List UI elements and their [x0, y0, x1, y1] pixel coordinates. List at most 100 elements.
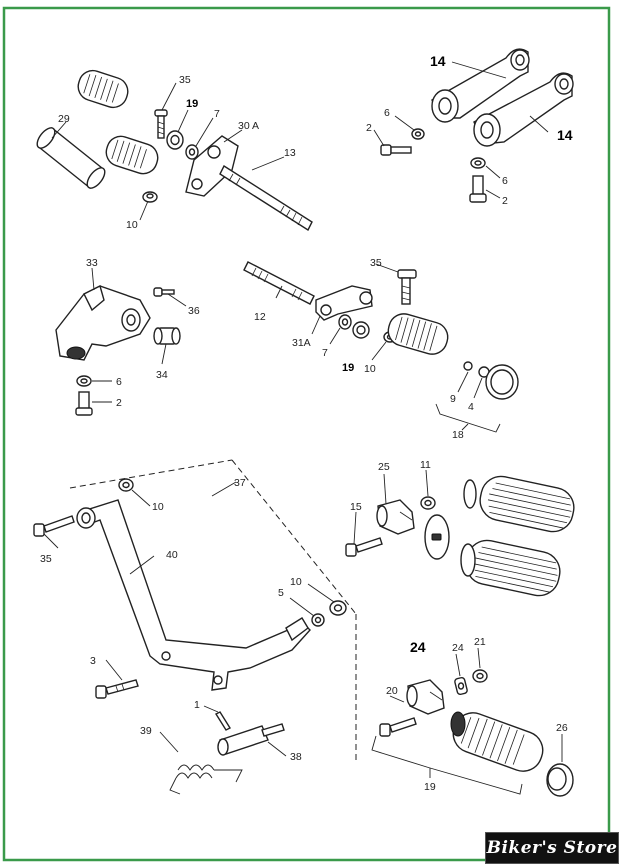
- leader-lines-bottom-left: [43, 489, 335, 757]
- spring-39: [169, 764, 243, 795]
- end-cap-26: [546, 763, 574, 797]
- washer-7-middle: [338, 314, 352, 330]
- callout-35-top: 35: [179, 74, 191, 86]
- washer-6-upper-right: [411, 128, 425, 140]
- callout-18: 18: [452, 429, 464, 441]
- leader-lines-top-left: [51, 82, 285, 221]
- washer-7-top: [185, 144, 199, 160]
- callout-3: 3: [90, 655, 96, 667]
- bolt-2-lower-right: [469, 175, 487, 203]
- footpeg-rubber-middle: [387, 313, 449, 355]
- plate-disc: [424, 514, 450, 560]
- callout-24: 24: [452, 642, 464, 654]
- bracket-33: [55, 284, 151, 361]
- callout-36: 36: [188, 305, 200, 317]
- callout-34: 34: [156, 369, 168, 381]
- nut-11: [420, 496, 436, 510]
- callout-9: 9: [450, 393, 456, 405]
- callout-1: 1: [194, 699, 200, 711]
- washer-6-left: [76, 375, 92, 387]
- footpeg-rectangular-upper: [463, 475, 575, 533]
- callout-10-lever-right: 10: [290, 576, 302, 588]
- callout-19-top: 19: [186, 98, 198, 110]
- peg-sleeve-29: [36, 126, 106, 190]
- nut-10-lever-top: [118, 478, 134, 492]
- clevis-20: [406, 679, 445, 715]
- callout-14-lower: 14: [557, 127, 573, 143]
- callout-10-lever-top: 10: [152, 501, 164, 513]
- nut-10-top: [142, 191, 158, 203]
- callout-24-bold: 24: [410, 639, 426, 655]
- callout-2-upper-right: 2: [366, 122, 372, 134]
- callout-21: 21: [474, 636, 486, 648]
- footpeg-rectangular-lower: [460, 539, 561, 597]
- callout-6-lower-right: 6: [502, 175, 508, 187]
- clevis-30a: [185, 135, 239, 197]
- footpeg-rubber-19: [450, 711, 544, 772]
- callout-7-middle: 7: [322, 347, 328, 359]
- leader-lines-bottom-right-upper: [353, 469, 429, 545]
- callout-19-bottom: 19: [424, 781, 436, 793]
- cap-19-middle: [352, 321, 370, 339]
- bolt-35-lever: [33, 515, 75, 537]
- leader-lines-bottom-right-lower: [371, 647, 563, 795]
- callout-37: 37: [234, 477, 246, 489]
- callout-4: 4: [468, 401, 474, 413]
- cap-19-top: [166, 130, 184, 150]
- callout-29: 29: [58, 113, 70, 125]
- callout-38: 38: [290, 751, 302, 763]
- callout-6-upper-right: 6: [384, 107, 390, 119]
- bolt-2-upper-right: [380, 144, 412, 156]
- callout-31a: 31A: [292, 337, 311, 349]
- washer-24: [454, 676, 468, 696]
- callout-14-upper: 14: [430, 53, 446, 69]
- callout-12: 12: [254, 311, 266, 323]
- pivot-38: [217, 723, 285, 756]
- callout-11: 11: [420, 459, 431, 471]
- nut-21: [472, 669, 488, 683]
- callout-35-lever: 35: [40, 553, 52, 565]
- callout-39: 39: [140, 725, 152, 737]
- callout-5: 5: [278, 587, 284, 599]
- footpeg-rubber-upper: [77, 69, 129, 109]
- bolt-2-left: [75, 391, 93, 416]
- bolt-3: [95, 679, 139, 699]
- footpeg-assembly-front: [36, 69, 313, 232]
- kit-18: [435, 361, 519, 433]
- cotter-pin-1: [214, 711, 232, 731]
- callout-26: 26: [556, 722, 568, 734]
- nut-10-lever-right: [329, 600, 347, 616]
- washer-5: [311, 613, 325, 627]
- lever-assembly-37: [69, 459, 357, 760]
- stud-12: [243, 261, 315, 305]
- callout-33: 33: [86, 257, 98, 269]
- leader-lines-top-right: [373, 61, 549, 199]
- screw-36: [153, 287, 175, 297]
- clevis-31a: [315, 285, 373, 321]
- footpeg-arms-14: [380, 48, 574, 203]
- bushing-34: [153, 327, 181, 345]
- callout-2-lower-right: 2: [502, 195, 508, 207]
- callout-10-middle: 10: [364, 363, 376, 375]
- callout-20: 20: [386, 685, 398, 697]
- callout-labels: 14 14 35 19 7 30 A 13 29 10 6 2 6 2 33 3…: [40, 53, 573, 793]
- callout-15: 15: [350, 501, 362, 513]
- washer-6-lower-right: [470, 157, 486, 169]
- bolt-35-middle: [397, 269, 417, 305]
- callout-10-top: 10: [126, 219, 138, 231]
- callout-40: 40: [166, 549, 178, 561]
- callout-30a: 30 A: [238, 120, 259, 132]
- callout-6-left: 6: [116, 376, 122, 388]
- bolt-15: [345, 537, 383, 557]
- bolt-35-top: [154, 109, 168, 139]
- footpeg-rubber-lower: [105, 135, 159, 175]
- callout-19-middle: 19: [342, 362, 354, 374]
- footpeg-arm-lower: [473, 72, 574, 147]
- stud-13: [219, 164, 313, 232]
- footpeg-arm-upper: [431, 48, 530, 123]
- clevis-25: [376, 499, 415, 535]
- callout-13: 13: [284, 147, 296, 159]
- callout-35-middle: 35: [370, 257, 382, 269]
- leader-lines-middle-left: [91, 267, 187, 403]
